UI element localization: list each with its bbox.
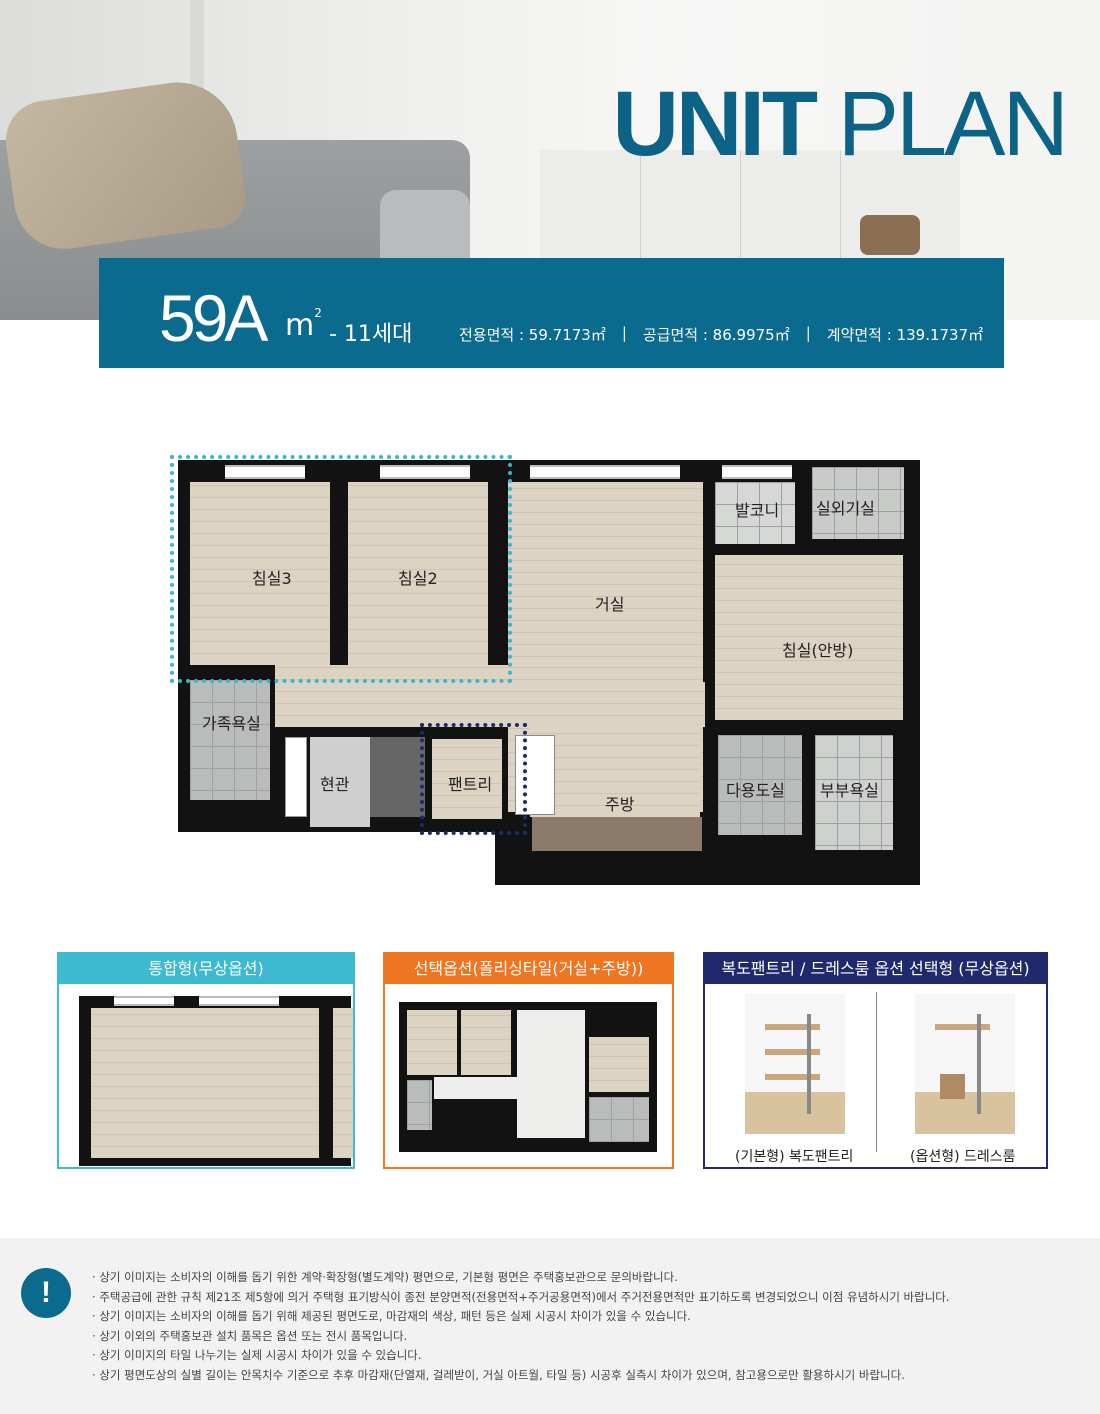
household-count: - 11세대 (329, 322, 413, 347)
note-item: 주택공급에 관한 규칙 제21조 제5항에 의거 주택형 표기방식이 종전 분양… (92, 1288, 949, 1308)
fridge (515, 735, 555, 815)
room-label: 침실3 (252, 569, 292, 588)
room-label: 주방 (605, 795, 635, 814)
option-title: 선택옵션(폴리싱타일(거실+주방)) (385, 954, 672, 984)
window (225, 465, 305, 479)
exclusive-area: 전용면적 : 59.7173㎡ (459, 326, 606, 344)
unit-banner: 59A m2 - 11세대 전용면적 : 59.7173㎡ | 공급면적 : 8… (99, 258, 1004, 368)
bedroom2-floor (348, 482, 488, 665)
pantry-dressroom-option-box: 복도팬트리 / 드레스룸 옵션 선택형 (무상옵션) (기본형) 복도팬트리 (… (703, 952, 1048, 1169)
unit-symbol: m2 (285, 306, 322, 343)
kitchen-floor (530, 727, 700, 817)
outdoor-unit-floor (812, 467, 904, 539)
separator: | (805, 324, 811, 342)
master-bath-floor (815, 735, 893, 850)
floor-plan: 침실3 침실2 거실 발코니 실외기실 침실(안방) 가족욕실 현관 팬트리 주… (170, 455, 930, 895)
note-item: 상기 평면도상의 실별 길이는 안목치수 기준으로 추후 마감재(단열재, 걸레… (92, 1366, 950, 1386)
room-label: 침실(안방) (782, 641, 854, 660)
option-dressroom-image (915, 994, 1015, 1134)
contract-area: 계약면적 : 139.1737㎡ (826, 326, 984, 344)
note-item: 상기 이외의 주택홍보관 설치 품목은 옵션 또는 전시 품목입니다. (92, 1327, 950, 1347)
hallway-floor (275, 665, 705, 727)
integrated-option-outline (170, 455, 512, 683)
notes-list: 상기 이미지는 소비자의 이해를 돕기 위한 계약·확장형(별도계약) 평면으로… (92, 1268, 950, 1386)
divider (876, 992, 877, 1152)
basic-pantry-image (745, 994, 845, 1134)
page-title: UNIT PLAN (612, 73, 1069, 175)
entrance-floor (310, 737, 370, 827)
room-label: 발코니 (735, 501, 780, 520)
separator: | (621, 324, 627, 342)
pantry-option-outline (420, 723, 527, 835)
family-bath-floor (190, 680, 270, 800)
pantry-floor (432, 739, 502, 819)
bedroom3-floor (190, 482, 330, 665)
shoe-cabinet (370, 737, 425, 817)
window (722, 465, 792, 479)
closet (285, 737, 307, 817)
balcony-floor (715, 482, 795, 544)
option-title: 통합형(무상옵션) (59, 954, 353, 984)
room-label: 팬트리 (448, 775, 493, 794)
integrated-plan-image (79, 996, 353, 1166)
window (530, 465, 680, 479)
room-label: 침실2 (398, 569, 438, 588)
supply-area: 공급면적 : 86.9975㎡ (642, 326, 790, 344)
area-info: 전용면적 : 59.7173㎡ | 공급면적 : 86.9975㎡ | 계약면적… (459, 324, 983, 345)
room-label: 현관 (320, 775, 350, 794)
room-label: 거실 (595, 595, 625, 614)
basic-pantry-caption: (기본형) 복도팬트리 (735, 1149, 854, 1165)
kitchen-counter (532, 817, 702, 851)
unit-type: 59A (159, 281, 268, 355)
room-label: 가족욕실 (202, 714, 261, 733)
polishing-plan-image (399, 1002, 657, 1152)
hero-cushion (0, 74, 250, 256)
integrated-option-box: 통합형(무상옵션) (57, 952, 355, 1169)
alert-icon: ! (21, 1268, 71, 1318)
window (380, 465, 470, 479)
note-item: 상기 이미지는 소비자의 이해를 돕기 위해 제공된 평면도로, 마감재의 색상… (92, 1307, 950, 1327)
master-bedroom-floor (715, 555, 903, 720)
notes-section: ! 상기 이미지는 소비자의 이해를 돕기 위한 계약·확장형(별도계약) 평면… (0, 1238, 1100, 1414)
utility-floor (718, 735, 802, 835)
option-title: 복도팬트리 / 드레스룸 옵션 선택형 (무상옵션) (705, 954, 1046, 984)
hero-wood-decor (860, 215, 920, 255)
note-item: 상기 이미지는 소비자의 이해를 돕기 위한 계약·확장형(별도계약) 평면으로… (92, 1268, 950, 1288)
polishing-tile-option-box: 선택옵션(폴리싱타일(거실+주방)) (383, 952, 674, 1169)
option-dressroom-caption: (옵션형) 드레스룸 (910, 1149, 1016, 1165)
room-label: 다용도실 (726, 781, 785, 800)
room-label: 실외기실 (816, 499, 875, 518)
room-label: 부부욕실 (820, 781, 879, 800)
note-item: 상기 이미지의 타일 나누기는 실제 시공시 차이가 있을 수 있습니다. (92, 1346, 950, 1366)
